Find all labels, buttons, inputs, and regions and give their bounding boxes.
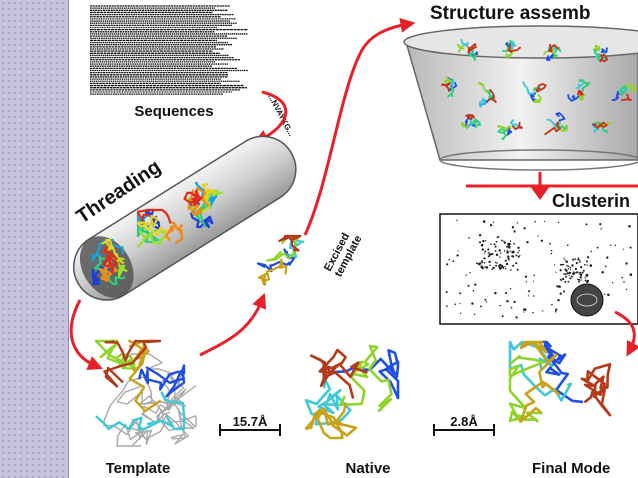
rmsd-final-value: 2.8Å xyxy=(450,414,478,429)
sequences-label: Sequences xyxy=(134,103,213,120)
arrow-assembly-to-clustering-head xyxy=(530,186,550,200)
threading-protein-structures xyxy=(91,181,224,286)
selected-cluster-ring xyxy=(576,293,598,307)
assembly-container xyxy=(403,25,638,171)
template-label: Template xyxy=(106,460,171,477)
final-model-structure xyxy=(508,340,612,424)
clustering-panel xyxy=(439,213,638,325)
final-model-label: Final Mode xyxy=(532,460,610,477)
rmsd-bar-template xyxy=(219,424,281,436)
arrow-excised-to-assembly xyxy=(303,17,416,236)
arrow-template-to-excised xyxy=(199,293,267,357)
native-label: Native xyxy=(345,460,390,477)
left-sidebar-panel xyxy=(0,0,69,478)
clustering-scatter-dots xyxy=(445,219,633,319)
arrow-sequences-to-threading xyxy=(253,90,288,144)
arrow-threading-to-template xyxy=(69,299,103,370)
clustering-label: Clusterin xyxy=(552,191,630,211)
sequence-text-block xyxy=(90,5,248,95)
arrow-clustering-to-final xyxy=(614,310,638,357)
selected-cluster-circle xyxy=(570,283,604,317)
template-structure xyxy=(94,339,197,447)
native-structure xyxy=(304,344,400,440)
assembly-protein-structures xyxy=(441,38,635,140)
rmsd-template-value: 15.7Å xyxy=(233,414,268,429)
excised-template-label: Excised template xyxy=(322,231,364,279)
excised-template-structure xyxy=(256,234,305,286)
rmsd-bar-final xyxy=(433,424,495,436)
structure-assembly-label: Structure assemb xyxy=(430,3,591,24)
